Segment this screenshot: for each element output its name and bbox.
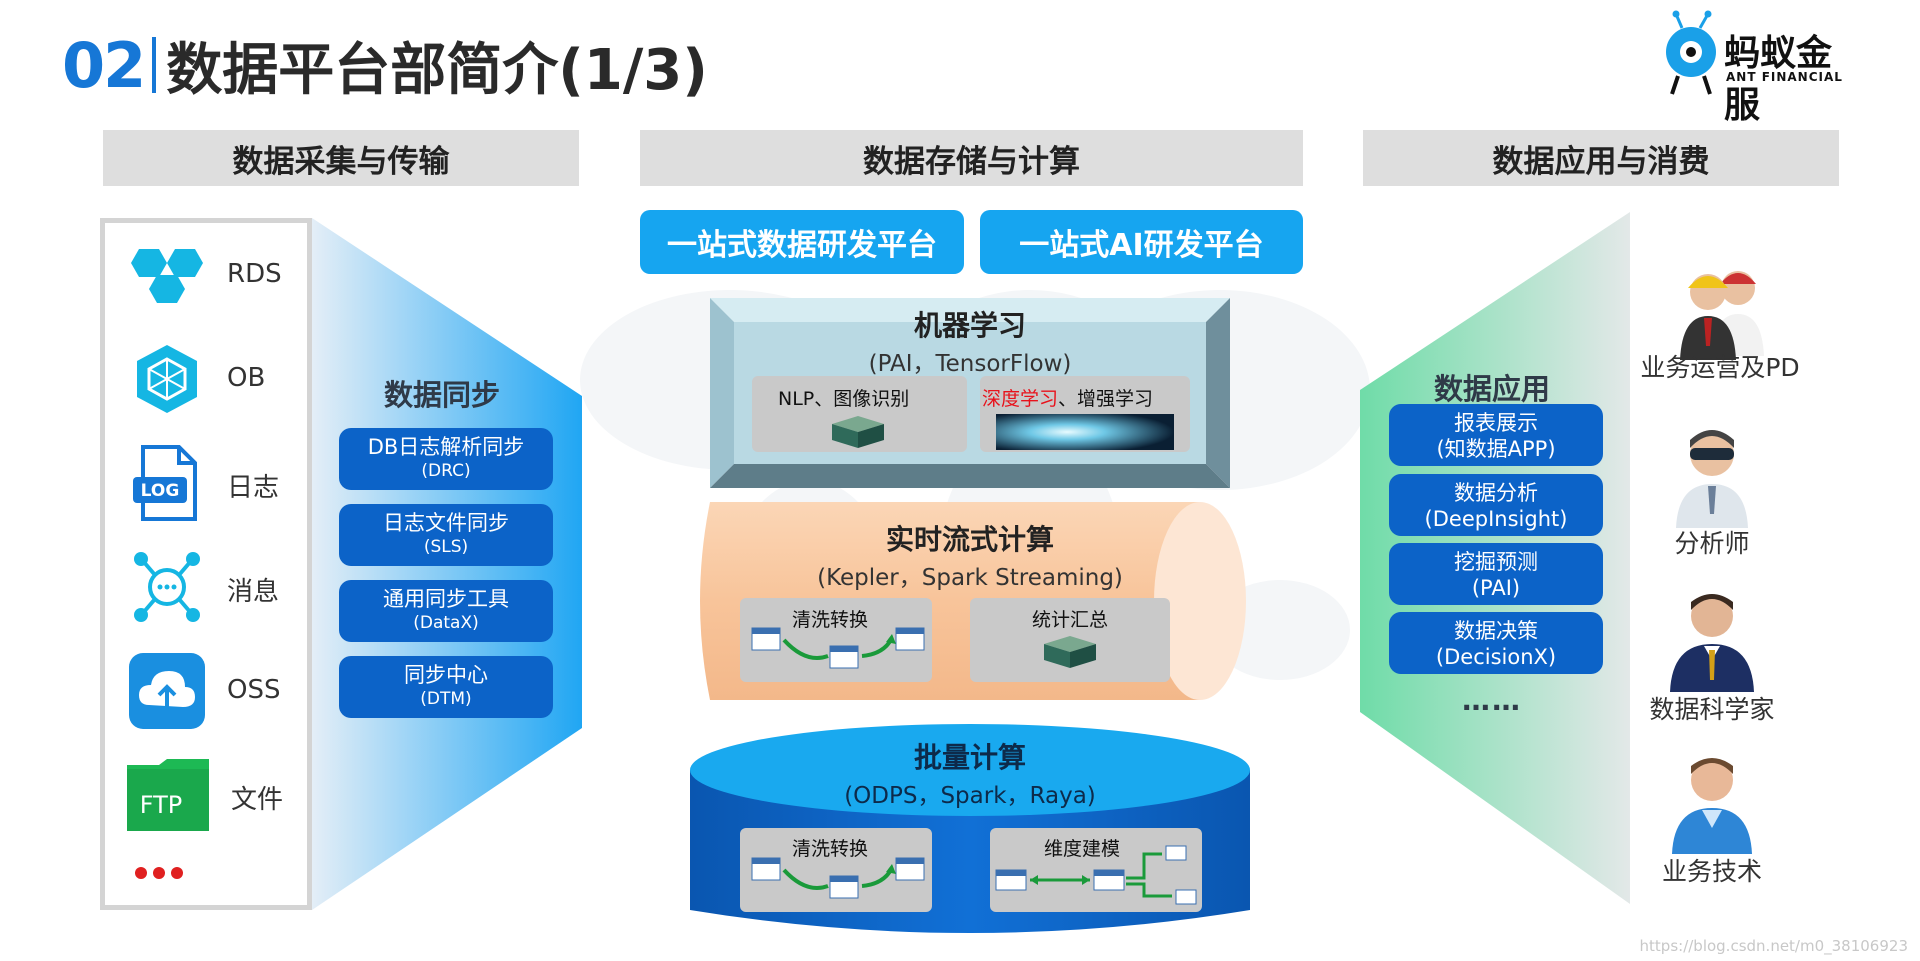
rds-icon — [131, 249, 203, 303]
ml-title: 机器学习 — [913, 309, 1026, 342]
consumer-label: 分析师 — [1674, 529, 1750, 558]
application-title: 数据应用 — [1434, 372, 1551, 406]
ml-card-label: 深度学习、增强学习 — [982, 384, 1153, 411]
oss-cloud-icon — [129, 653, 205, 729]
app-item-name: 数据决策 — [1454, 619, 1538, 643]
card-text: 、增强学习 — [1058, 388, 1154, 410]
analyst-icon — [1676, 430, 1748, 528]
app-item-product: (知数据APP) — [1436, 437, 1556, 461]
highlight-text: 深度学习 — [982, 388, 1059, 410]
app-item-product: (DeepInsight) — [1424, 507, 1568, 531]
page-title: 02 数据平台部简介(1/3) — [62, 28, 708, 103]
app-item-name: 报表展示 — [1454, 411, 1538, 435]
table-transform-icon — [751, 627, 925, 669]
sync-item-dtm: 同步中心 (DTM) — [339, 656, 553, 718]
engineer-icon — [1672, 758, 1752, 854]
app-item-name: 数据分析 — [1454, 481, 1538, 505]
consumer-label: 业务技术 — [1661, 857, 1762, 886]
more-apps-ellipsis: …… — [1462, 684, 1522, 717]
message-hub-icon — [134, 552, 200, 622]
sync-item-drc: DB日志解析同步 (DRC) — [339, 428, 553, 490]
sync-title: 数据同步 — [384, 378, 501, 412]
logo-name-cn: 蚂蚁金服 — [1724, 33, 1833, 126]
source-item-oss: OSS — [105, 653, 317, 733]
source-label: RDS — [227, 259, 282, 289]
batch-card-label: 清洗转换 — [792, 838, 869, 860]
stream-card-label: 统计汇总 — [1032, 609, 1109, 631]
ftp-folder-icon: FTP — [127, 759, 209, 831]
stream-subtitle: (Kepler，Spark Streaming) — [817, 565, 1123, 591]
table-transform-icon — [751, 857, 925, 899]
data-cube-icon — [832, 416, 884, 448]
source-label: 文件 — [231, 785, 284, 815]
sync-item-name: 通用同步工具 — [383, 587, 509, 611]
source-label: 消息 — [227, 577, 280, 607]
app-item-decision: 数据决策 (DecisionX) — [1389, 612, 1603, 674]
app-item-prediction: 挖掘预测 (PAI) — [1389, 543, 1603, 605]
neural-visual-icon — [996, 414, 1174, 450]
log-file-icon: LOG — [133, 445, 197, 521]
sync-item-code: (DRC) — [421, 461, 471, 481]
consumer-label: 业务运营及PD — [1640, 353, 1800, 382]
log-icon-text: LOG — [141, 481, 180, 501]
data-dev-platform: 一站式数据研发平台 — [640, 210, 964, 274]
data-source-panel: RDS OB LOG 日志 — [100, 218, 312, 910]
sync-item-name: DB日志解析同步 — [367, 435, 525, 459]
batch-subtitle: (ODPS，Spark，Raya) — [844, 783, 1096, 809]
ml-subtitle: (PAI，TensorFlow) — [868, 351, 1072, 377]
sync-item-sls: 日志文件同步 (SLS) — [339, 504, 553, 566]
source-label: OB — [227, 363, 266, 393]
ml-card-label: NLP、图像识别 — [778, 388, 910, 410]
stream-title: 实时流式计算 — [885, 523, 1054, 556]
data-scientist-icon — [1670, 594, 1754, 692]
ai-dev-platform: 一站式AI研发平台 — [980, 210, 1303, 274]
section-number: 02 — [62, 28, 146, 102]
more-dots-icon — [135, 867, 183, 879]
batch-title: 批量计算 — [913, 741, 1026, 774]
app-item-report: 报表展示 (知数据APP) — [1389, 404, 1603, 466]
title-divider — [152, 37, 157, 93]
column-header-collection: 数据采集与传输 — [103, 130, 579, 186]
watermark-url: https://blog.csdn.net/m0_38106923 — [1639, 937, 1908, 955]
sync-item-code: (SLS) — [423, 537, 469, 557]
data-cube-icon — [1044, 636, 1096, 668]
column-header-storage: 数据存储与计算 — [640, 130, 1303, 186]
app-item-product: (PAI) — [1471, 576, 1521, 600]
source-label: 日志 — [227, 473, 280, 503]
source-item-rds: RDS — [105, 237, 317, 317]
source-item-message: 消息 — [105, 549, 317, 629]
source-item-file: FTP 文件 — [105, 757, 317, 837]
ant-logo-icon — [1666, 10, 1716, 95]
dimension-model-icon — [995, 845, 1197, 905]
app-item-product: (DecisionX) — [1435, 645, 1557, 669]
ftp-icon-text: FTP — [140, 791, 183, 819]
ob-icon — [137, 345, 197, 413]
source-item-log: LOG 日志 — [105, 445, 317, 525]
stream-card-label: 清洗转换 — [792, 609, 869, 631]
title-text: 数据平台部简介(1/3) — [166, 37, 708, 103]
sync-item-code: (DTM) — [420, 689, 472, 709]
app-item-name: 挖掘预测 — [1454, 550, 1538, 574]
batch-card-label: 维度建模 — [1044, 838, 1121, 860]
sync-item-datax: 通用同步工具 (DataX) — [339, 580, 553, 642]
sync-item-name: 同步中心 — [404, 663, 488, 687]
ant-financial-logo: 蚂蚁金服 ANT FINANCIAL — [1660, 10, 1860, 126]
sync-item-name: 日志文件同步 — [383, 511, 509, 535]
sync-item-code: (DataX) — [413, 613, 479, 633]
source-label: OSS — [227, 675, 281, 705]
source-item-ob: OB — [105, 341, 317, 421]
app-item-analysis: 数据分析 (DeepInsight) — [1389, 474, 1603, 536]
operations-team-icon — [1680, 271, 1764, 360]
logo-name-en: ANT FINANCIAL — [1726, 70, 1843, 84]
column-header-application: 数据应用与消费 — [1363, 130, 1839, 186]
consumer-label: 数据科学家 — [1649, 695, 1775, 724]
